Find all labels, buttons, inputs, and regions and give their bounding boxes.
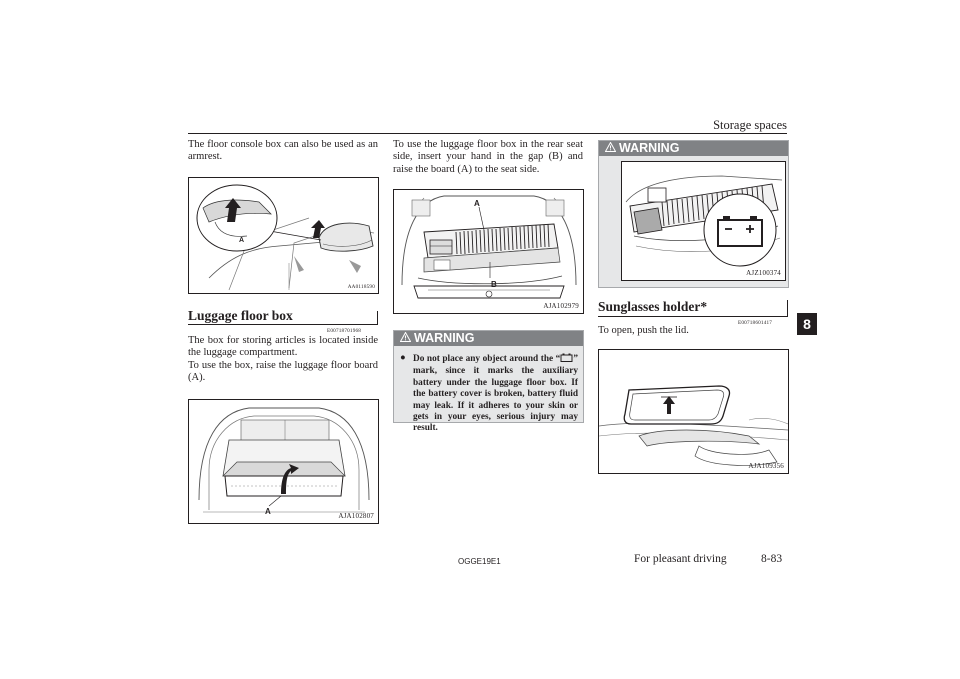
luggage-section-tick [377, 311, 378, 325]
header-rule [188, 133, 787, 134]
battery-figure-code: AJZ100374 [746, 269, 781, 277]
sunglasses-section-code: E00718601417 [738, 320, 773, 326]
running-header: Storage spaces [713, 118, 787, 132]
rear-seat-label-b: B [491, 280, 497, 289]
warning-triangle-icon [604, 141, 617, 156]
luggage-body-text: The box for storing articles is located … [188, 335, 378, 384]
console-figure-code: AA0118590 [347, 284, 375, 290]
rear-seat-illustration: A B [401, 195, 577, 299]
warning-triangle-icon [399, 331, 412, 346]
warning-bullet: ● [400, 353, 406, 363]
sunglasses-section-rule [598, 316, 788, 317]
battery-location-illustration [625, 175, 783, 267]
luggage-section-title: Luggage floor box [188, 308, 293, 323]
chapter-tab: 8 [797, 313, 817, 335]
battery-mark-icon [560, 353, 573, 366]
sunglasses-section-tick [787, 300, 788, 316]
battery-warning-text-before: Do not place any object around the “ [413, 354, 561, 364]
sunglasses-body-text: To open, push the lid. [598, 325, 689, 336]
rear-seat-figure-code: AJA102979 [543, 302, 579, 310]
sunglasses-holder-illustration [599, 385, 788, 466]
figure-warning-header: WARNING [599, 141, 788, 156]
figure-warning-title: WARNING [619, 141, 680, 155]
battery-warning-title: WARNING [414, 331, 475, 345]
rear-seat-figure: A B AJA102979 [393, 189, 584, 314]
console-box-illustration: A [196, 184, 375, 291]
luggage-section-code: E00718701968 [327, 328, 362, 334]
footer-page-number: 8-83 [761, 553, 783, 565]
luggage-section-rule [188, 324, 378, 325]
luggage-floor-illustration: A [198, 407, 370, 516]
sunglasses-section-title: Sunglasses holder* [598, 299, 708, 314]
battery-warning-box: WARNING ● Do not place any object around… [393, 330, 584, 433]
battery-warning-text: ● Do not place any object around the “” … [400, 353, 578, 435]
footer-doc-code: OGGE19E1 [458, 557, 501, 566]
rear-seat-text: To use the luggage floor box in the rear… [393, 139, 583, 175]
luggage-figure-code: AJA102807 [338, 512, 374, 520]
battery-warning-header: WARNING [394, 331, 583, 346]
sunglasses-figure-code: AJA109356 [748, 462, 784, 470]
luggage-floor-figure: A AJA102807 [188, 399, 379, 524]
footer-section-name: For pleasant driving [634, 553, 727, 565]
console-box-figure: A AA0118590 [188, 177, 379, 294]
console-label-a: A [239, 237, 244, 244]
sunglasses-holder-figure: AJA109356 [598, 349, 789, 474]
console-intro-text: The floor console box can also be used a… [188, 139, 378, 163]
battery-warning-text-after: ” mark, since it marks the auxiliary bat… [413, 354, 578, 434]
battery-warning-figure-box: WARNING [598, 140, 789, 288]
battery-location-figure: AJZ100374 [621, 161, 786, 281]
rear-seat-label-a: A [474, 199, 480, 208]
luggage-label-a: A [265, 507, 271, 516]
